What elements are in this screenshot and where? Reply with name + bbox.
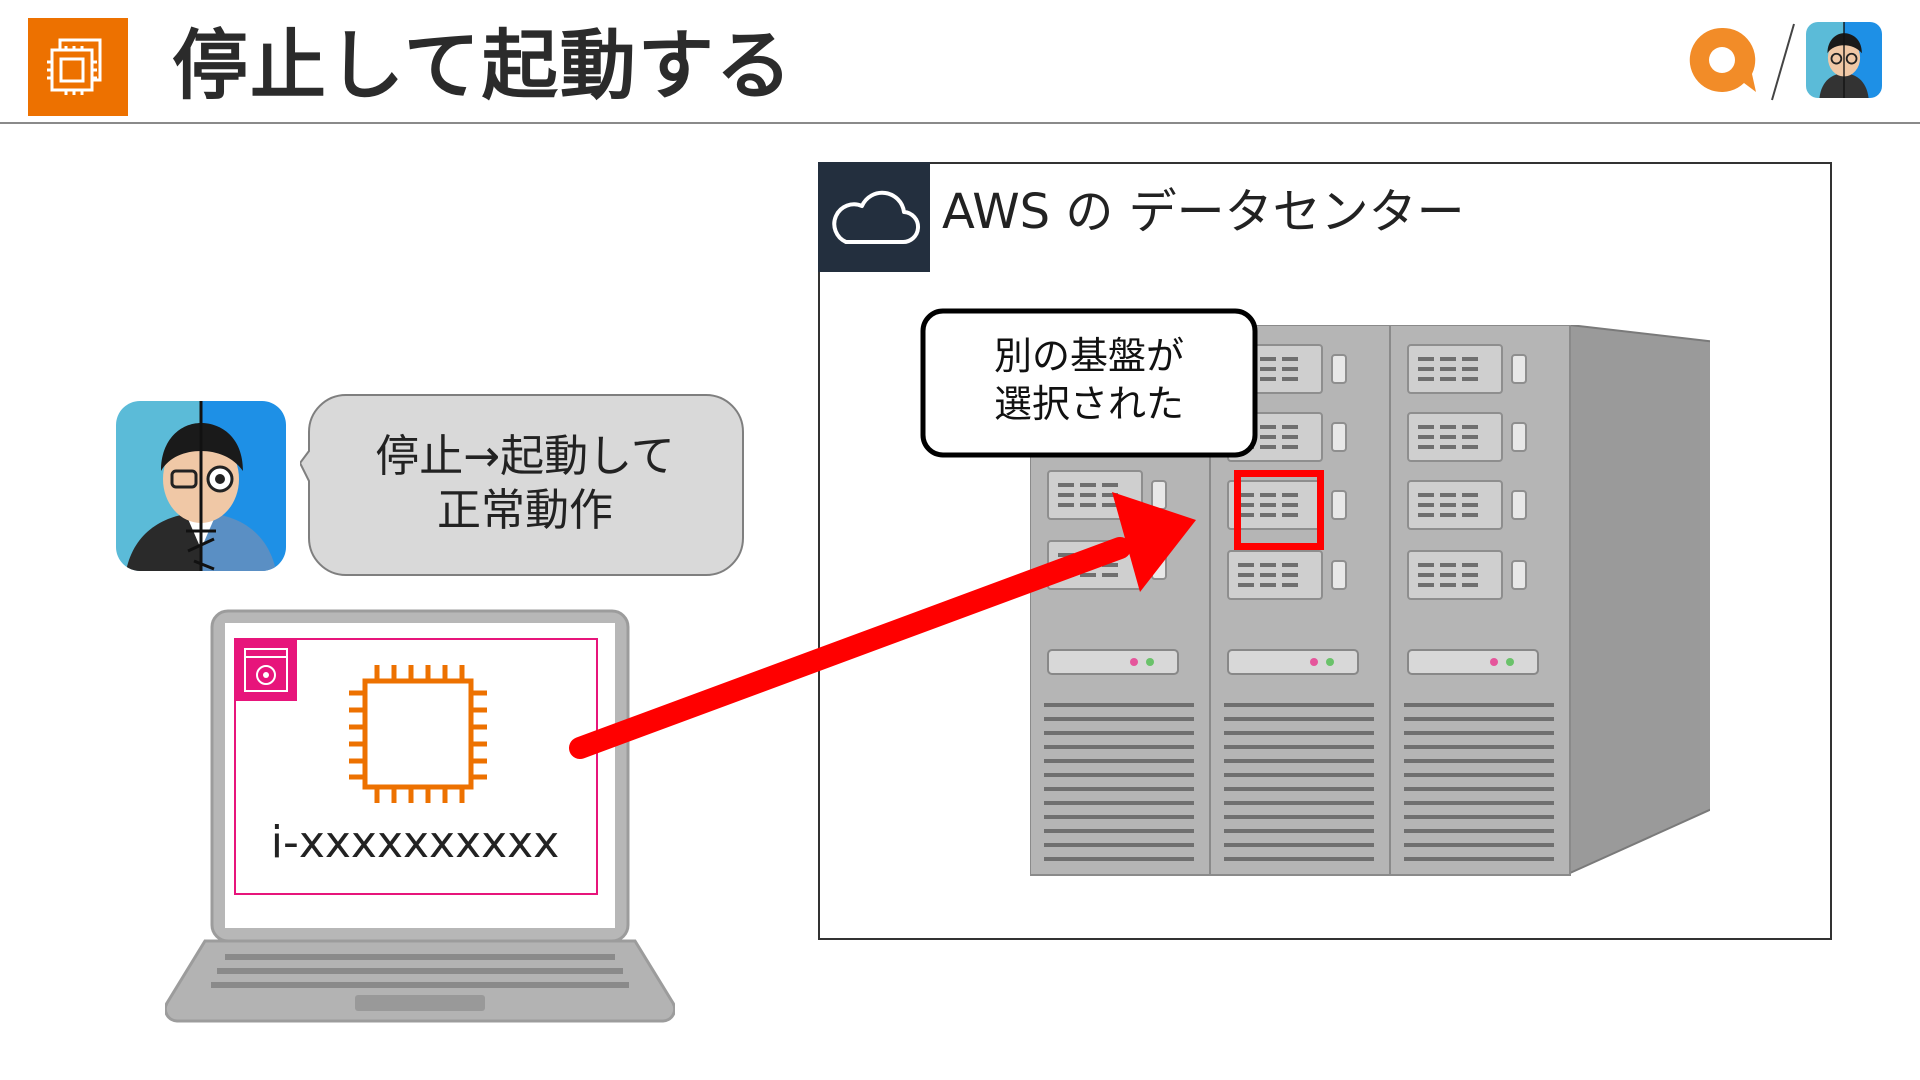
speech-bubble <box>298 393 745 577</box>
ec2-instance-icon <box>28 18 128 116</box>
brand-logo-icon <box>1682 22 1762 98</box>
presenter-avatar <box>116 401 286 571</box>
callout-box <box>920 308 1258 458</box>
header-divider <box>0 122 1920 124</box>
page-title: 停止して起動する <box>172 21 794 110</box>
laptop-illustration <box>163 605 677 1025</box>
gear-window-icon <box>235 639 297 701</box>
divider-slash-icon <box>1768 22 1798 102</box>
selected-host-highlight <box>1234 470 1324 550</box>
speech-text: 停止→起動して 正常動作 <box>375 431 675 536</box>
instance-id-label: i-xxxxxxxxxx <box>270 817 560 868</box>
datacenter-label: AWS の データセンター <box>942 184 1465 240</box>
cloud-icon <box>818 162 930 272</box>
callout-text: 別の基盤が 選択された <box>993 334 1184 426</box>
ec2-chip-icon <box>349 665 487 803</box>
avatar <box>1806 22 1882 98</box>
